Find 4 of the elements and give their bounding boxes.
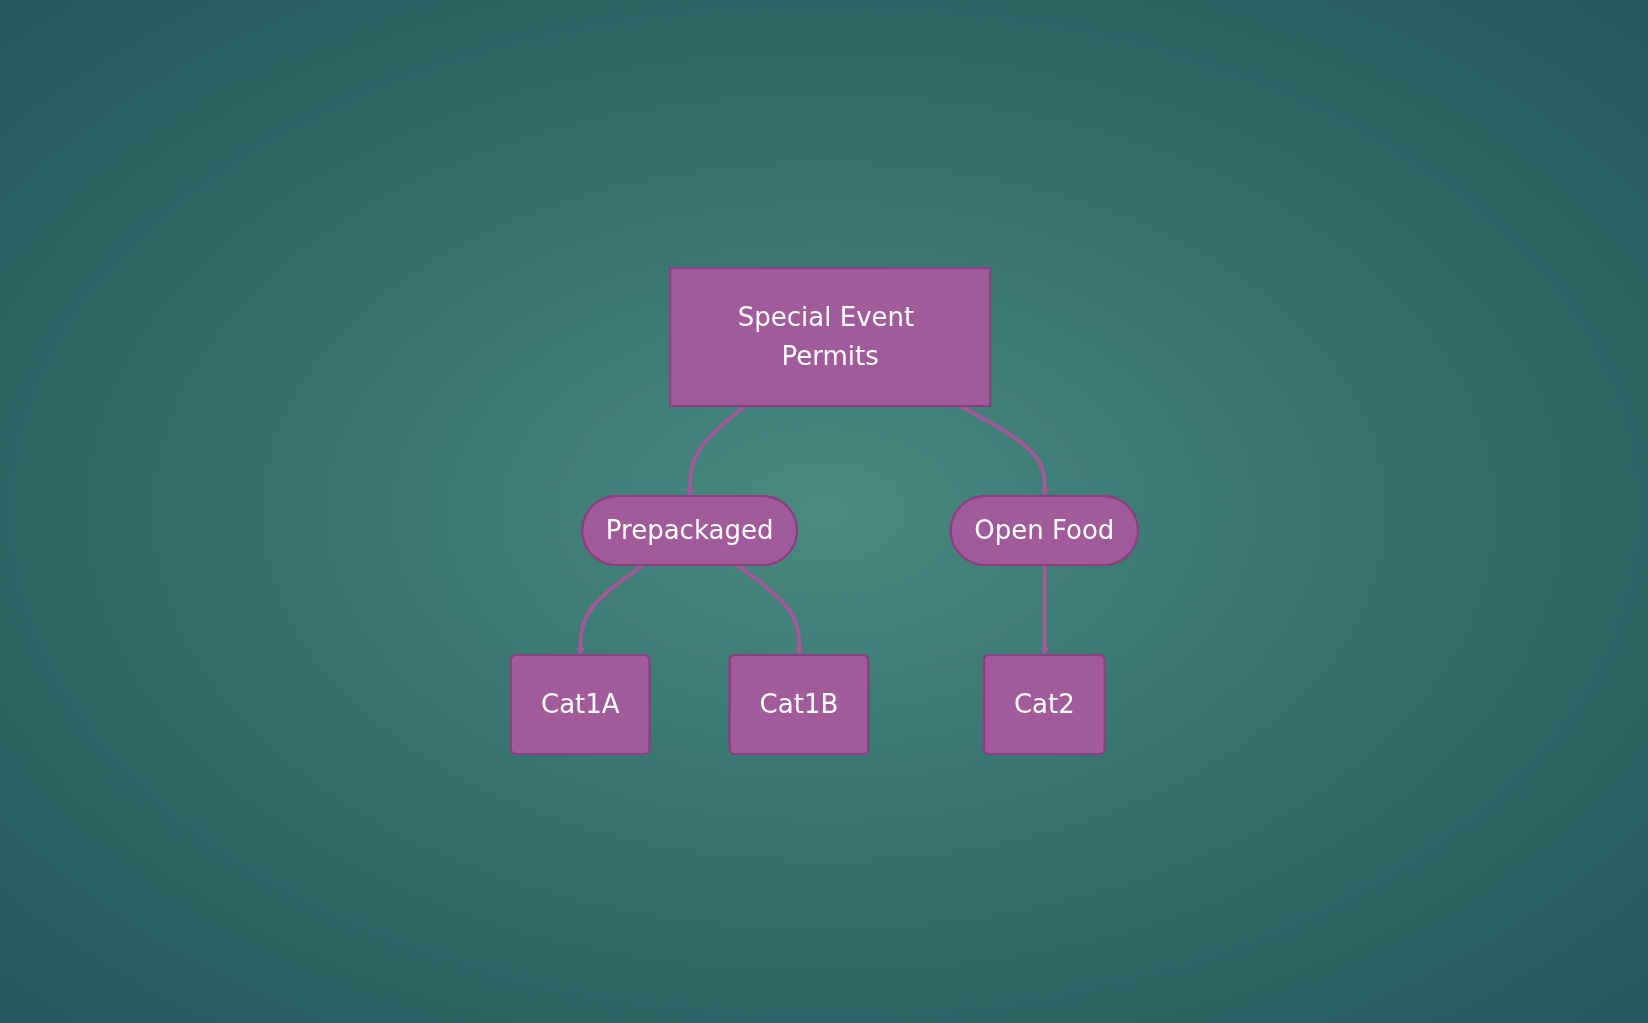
node-box: Special Event Permits [668, 267, 991, 408]
arrow [575, 564, 644, 657]
arrow [1039, 565, 1049, 657]
arrow [735, 564, 804, 657]
